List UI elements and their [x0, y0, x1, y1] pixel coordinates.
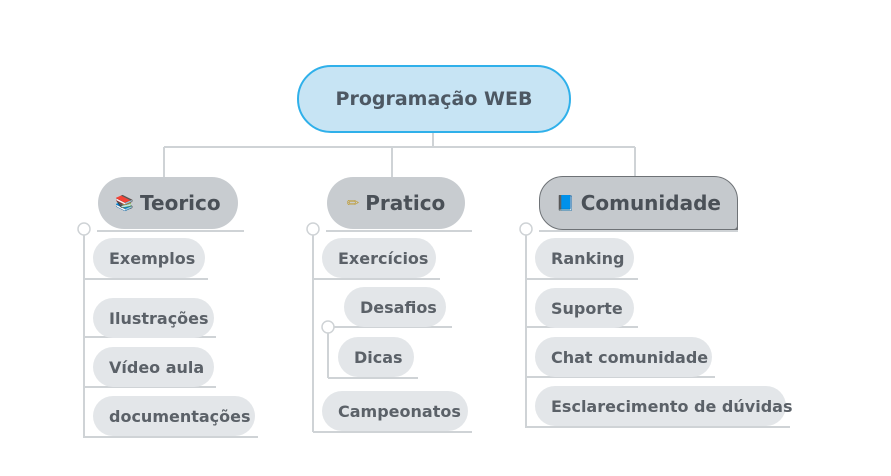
collapse-toggle-pratico[interactable]: [306, 222, 320, 236]
pencil-icon: ✏: [346, 194, 360, 212]
blue-book-icon: 📘: [556, 194, 575, 212]
leaf-ilustracoes[interactable]: Ilustrações: [93, 298, 214, 338]
collapse-toggle-comunidade[interactable]: [519, 222, 533, 236]
leaf-label: Esclarecimento de dúvidas: [551, 396, 793, 416]
leaf-label: Suporte: [551, 298, 623, 318]
books-icon: 📚: [115, 194, 135, 212]
leaf-video-aula[interactable]: Vídeo aula: [93, 347, 214, 387]
branch-teorico[interactable]: 📚 Teorico: [98, 177, 238, 229]
leaf-label: Chat comunidade: [551, 347, 709, 367]
root-label: Programação WEB: [335, 88, 533, 110]
leaf-label: Vídeo aula: [109, 357, 205, 377]
leaf-label: documentações: [109, 406, 251, 426]
leaf-label: Ilustrações: [109, 308, 209, 328]
leaf-campeonatos[interactable]: Campeonatos: [322, 391, 468, 431]
collapse-toggle-desafios[interactable]: [321, 320, 335, 334]
collapse-toggle-teorico[interactable]: [77, 222, 91, 236]
leaf-label: Desafios: [360, 297, 437, 317]
leaf-exercicios[interactable]: Exercícios: [322, 238, 436, 278]
leaf-desafios[interactable]: Desafios: [344, 287, 446, 327]
branch-label: Pratico: [365, 191, 446, 215]
leaf-label: Ranking: [551, 248, 625, 268]
leaf-label: Dicas: [354, 347, 403, 367]
leaf-dicas[interactable]: Dicas: [338, 337, 414, 377]
leaf-documentacoes[interactable]: documentações: [93, 396, 255, 436]
branch-label: Comunidade: [580, 191, 721, 215]
leaf-ranking[interactable]: Ranking: [535, 238, 634, 278]
leaf-suporte[interactable]: Suporte: [535, 288, 634, 328]
branch-pratico[interactable]: ✏ Pratico: [327, 177, 465, 229]
branch-comunidade[interactable]: 📘 Comunidade: [539, 176, 738, 230]
leaf-exemplos[interactable]: Exemplos: [93, 238, 205, 278]
leaf-chat-comunidade[interactable]: Chat comunidade: [535, 337, 712, 377]
root-node[interactable]: Programação WEB: [297, 65, 571, 133]
leaf-label: Exercícios: [338, 248, 429, 268]
leaf-esclarecimento-de-duvidas[interactable]: Esclarecimento de dúvidas: [535, 386, 792, 426]
leaf-label: Campeonatos: [338, 401, 461, 421]
leaf-label: Exemplos: [109, 248, 196, 268]
branch-label: Teorico: [140, 191, 221, 215]
